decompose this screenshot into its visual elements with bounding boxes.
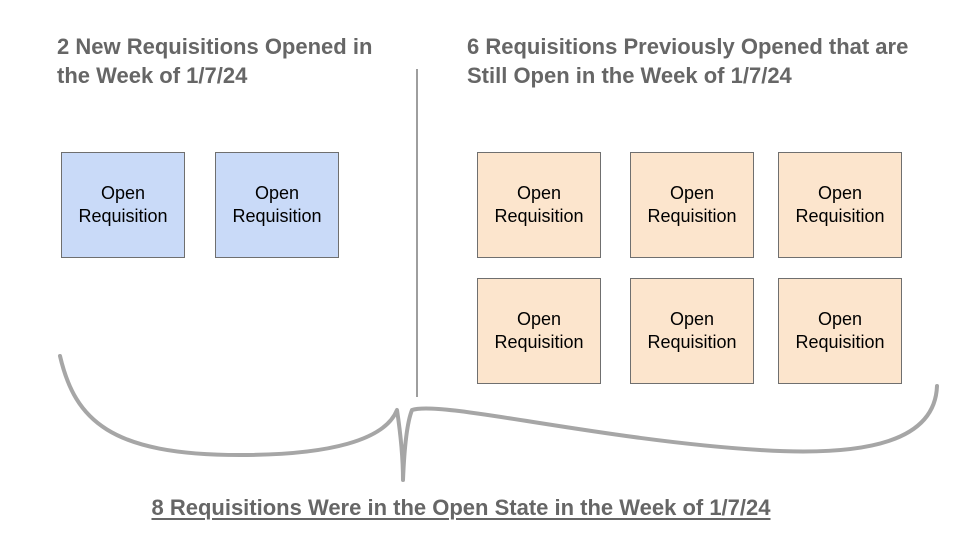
previous-requisition-box: Open Requisition — [778, 278, 902, 384]
summary-text: 8 Requisitions Were in the Open State in… — [151, 495, 771, 520]
previous-requisition-box: Open Requisition — [778, 152, 902, 258]
previous-requisition-box: Open Requisition — [477, 278, 601, 384]
new-requisition-box: Open Requisition — [215, 152, 339, 258]
new-requisition-box: Open Requisition — [61, 152, 185, 258]
previous-requisition-box: Open Requisition — [630, 152, 754, 258]
brace-path — [58, 354, 939, 482]
previous-requisition-box: Open Requisition — [477, 152, 601, 258]
new-requisitions-heading: 2 New Requisitions Opened in the Week of… — [57, 34, 373, 88]
previous-requisitions-heading: 6 Requisitions Previously Opened that ar… — [467, 34, 909, 88]
previous-requisition-box: Open Requisition — [630, 278, 754, 384]
section-divider — [416, 69, 418, 397]
